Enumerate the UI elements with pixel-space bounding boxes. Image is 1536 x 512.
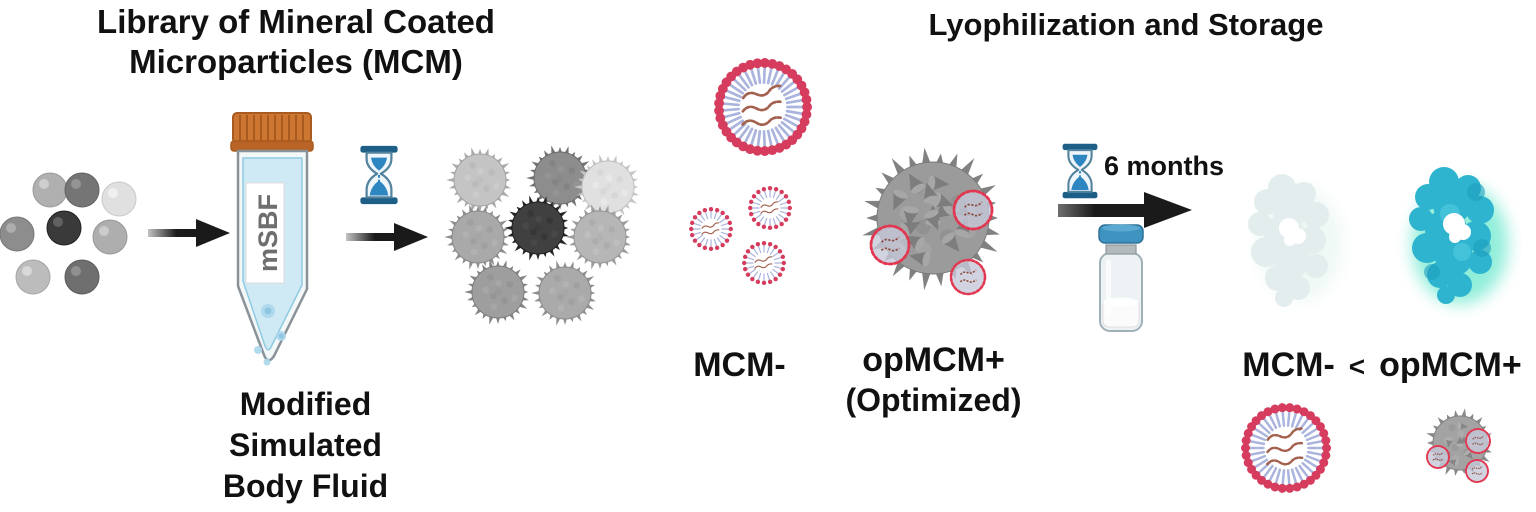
arrow-right-icon — [1058, 192, 1192, 228]
liposome-group — [689, 186, 792, 285]
microparticle — [15, 259, 51, 295]
less-than-operator: < — [1348, 351, 1366, 382]
fluorescence-blob-bright-icon — [1409, 167, 1508, 304]
microparticle — [46, 210, 82, 246]
liposome-patch — [1465, 428, 1491, 454]
liposome-icon — [689, 207, 733, 251]
opmcm-label-block: opMCM+ (Optimized) — [826, 340, 1041, 419]
microparticle — [64, 259, 100, 295]
hourglass-icon — [360, 145, 398, 205]
msbf-caption: Modified Simulated Body Fluid — [222, 386, 389, 504]
tube-label: mSBF — [253, 194, 283, 272]
duration-label: 6 months — [1104, 151, 1225, 181]
liposome-patch — [949, 258, 987, 296]
liposome-icon — [748, 186, 792, 230]
fluorescence-blob-faint-icon — [1248, 174, 1342, 307]
microparticle-cluster-icon — [0, 172, 137, 295]
mineral-coated-particle-icon — [574, 154, 639, 220]
mcm-minus-label: MCM- — [693, 346, 786, 384]
opmcm-sublabel: (Optimized) — [845, 381, 1022, 418]
liposome-patch — [869, 224, 911, 266]
hourglass-icon — [1062, 143, 1098, 199]
microparticle — [64, 172, 100, 208]
optimized-mcm-particle-icon — [862, 147, 1000, 296]
vial-collar — [1105, 244, 1137, 255]
tube-label-sticker — [245, 182, 285, 284]
tube-cap — [232, 112, 312, 144]
liposome-icon — [714, 58, 812, 156]
liposome-patch — [952, 189, 994, 231]
mineral-coated-particle-icon — [566, 204, 631, 270]
right-section-title: Lyophilization and Storage — [928, 7, 1324, 42]
mineral-coated-particle-icon — [444, 204, 509, 270]
comparison-right-label: opMCM+ — [1379, 346, 1522, 384]
microparticle — [32, 172, 68, 208]
mineral-coated-particle-icon — [446, 147, 511, 213]
optimized-mcm-particle-icon — [1426, 408, 1492, 483]
opmcm-label: opMCM+ — [862, 341, 1005, 379]
vial-icon — [1098, 224, 1144, 332]
mineral-coated-particle-icon — [526, 145, 591, 211]
arrow-right-icon — [148, 219, 230, 247]
microparticle — [101, 181, 137, 217]
liposome-patch — [1465, 459, 1489, 483]
liposome-icon — [742, 241, 786, 285]
liposome-icon — [1241, 403, 1331, 493]
comparison-row: MCM- < opMCM+ — [1226, 346, 1536, 385]
comparison-left-label: MCM- — [1242, 346, 1335, 384]
centrifuge-tube-icon: mSBF — [230, 112, 314, 366]
mineral-coated-particle-icon — [531, 260, 596, 326]
mineral-coated-particle-cluster — [444, 145, 639, 326]
microparticle — [92, 219, 128, 255]
liposome-patch — [1426, 445, 1450, 469]
microparticle — [0, 216, 35, 252]
left-section-title: Library of Mineral Coated Microparticles… — [97, 3, 495, 81]
arrow-right-icon — [346, 223, 428, 251]
mineral-coated-particle-icon — [504, 195, 569, 261]
mineral-coated-particle-icon — [464, 259, 529, 325]
